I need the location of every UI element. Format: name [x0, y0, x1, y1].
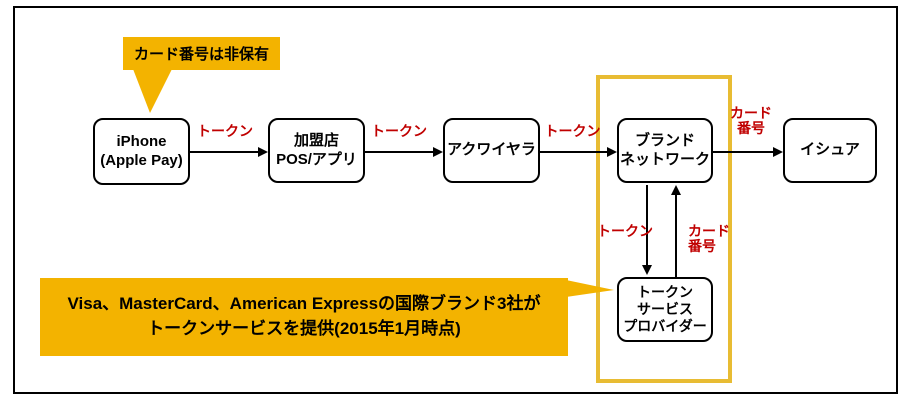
edge-label-line: 番号 [688, 238, 716, 254]
arrowhead-down-icon [642, 265, 652, 275]
node-acquirer: アクワイヤラ [443, 118, 540, 183]
node-label-line: ネットワーク [619, 150, 710, 168]
node-token-service-provider: トークン サービス プロバイダー [617, 277, 713, 342]
node-brand-network: ブランド ネットワーク [617, 118, 713, 183]
arrow-brand-to-issuer [713, 151, 773, 153]
brand-network-highlight-box [596, 75, 732, 383]
node-label-line: プロバイダー [623, 317, 707, 334]
edge-label-token: トークン [544, 123, 601, 139]
node-label-line: トークン [637, 284, 693, 301]
node-label-line: イシュア [800, 141, 860, 159]
node-label-line: サービス [637, 301, 693, 318]
arrowhead-right-icon [607, 147, 617, 157]
top-callout: カード番号は非保有 [123, 37, 280, 70]
edge-label-token: トークン [371, 123, 427, 139]
arrowhead-right-icon [773, 147, 783, 157]
bottom-callout-line1: Visa、MasterCard、American Expressの国際ブランド3… [67, 294, 541, 314]
edge-label-token: トークン [597, 223, 653, 239]
node-label-line: POS/アプリ [276, 150, 357, 168]
edge-label-line: カード [730, 105, 772, 121]
arrowhead-up-icon [671, 185, 681, 195]
node-label-line: アクワイヤラ [447, 141, 536, 159]
node-label-line: ブランド [634, 131, 695, 149]
outer-border [13, 6, 898, 394]
top-callout-text: カード番号は非保有 [133, 46, 269, 63]
arrow-tsp-to-brand [675, 194, 677, 277]
arrow-merchant-to-acquirer [365, 151, 433, 153]
node-merchant-pos-app: 加盟店 POS/アプリ [268, 118, 365, 183]
edge-label-token: トークン [197, 123, 253, 139]
edge-label-card-number: カード 番号 [723, 106, 779, 136]
node-label-line: iPhone [116, 132, 167, 150]
arrow-iphone-to-merchant [190, 151, 260, 153]
arrowhead-right-icon [258, 147, 268, 157]
arrow-brand-to-tsp [646, 185, 648, 266]
arrowhead-right-icon [433, 147, 443, 157]
node-label-line: (Apple Pay) [100, 151, 183, 169]
bottom-callout: Visa、MasterCard、American Expressの国際ブランド3… [40, 278, 568, 356]
node-iphone-apple-pay: iPhone (Apple Pay) [93, 118, 190, 185]
arrow-acquirer-to-brand [540, 151, 607, 153]
edge-label-line: 番号 [737, 120, 765, 136]
node-label-line: 加盟店 [293, 131, 339, 149]
edge-label-card-number: カード 番号 [688, 224, 738, 254]
node-issuer: イシュア [783, 118, 877, 183]
edge-label-line: カード [688, 223, 730, 239]
bottom-callout-line2: トークンサービスを提供(2015年1月時点) [147, 319, 461, 338]
